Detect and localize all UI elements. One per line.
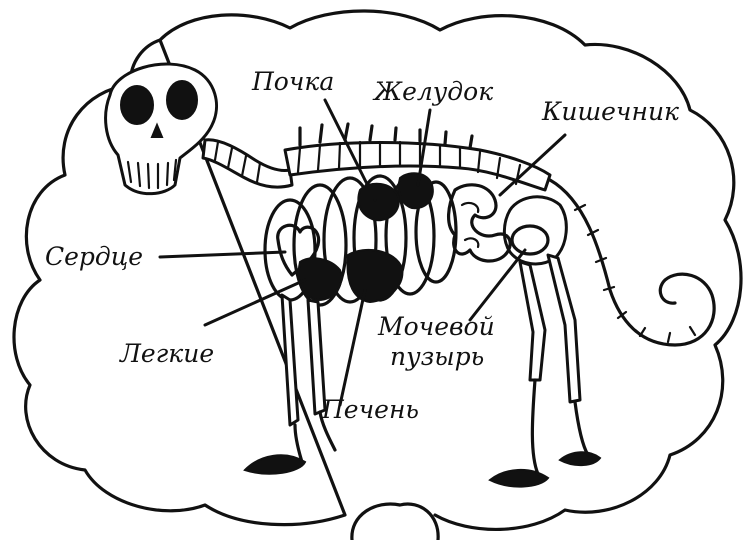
kidney-organ	[358, 184, 398, 220]
stomach-organ	[399, 173, 433, 208]
front-paw-left	[245, 455, 305, 473]
thought-bubble-small	[352, 504, 438, 540]
label-kidney: Почка	[251, 67, 334, 96]
hind-paw-left	[490, 470, 548, 487]
liver-organ	[347, 250, 402, 302]
label-liver: Печень	[321, 395, 419, 424]
label-lungs: Легкие	[118, 339, 214, 368]
label-bladder-line2: пузырь	[390, 342, 484, 371]
hind-paw-right	[560, 452, 600, 465]
label-heart: Сердце	[45, 242, 143, 271]
leader-liver	[340, 290, 365, 405]
label-bladder-line1: Мочевой	[377, 312, 495, 341]
label-intestines: Кишечник	[541, 97, 679, 126]
hind-leg-right	[548, 255, 580, 402]
skull	[106, 64, 217, 194]
label-stomach: Желудок	[372, 77, 493, 106]
hind-leg-left	[520, 262, 545, 380]
intestines-organ	[449, 185, 511, 261]
